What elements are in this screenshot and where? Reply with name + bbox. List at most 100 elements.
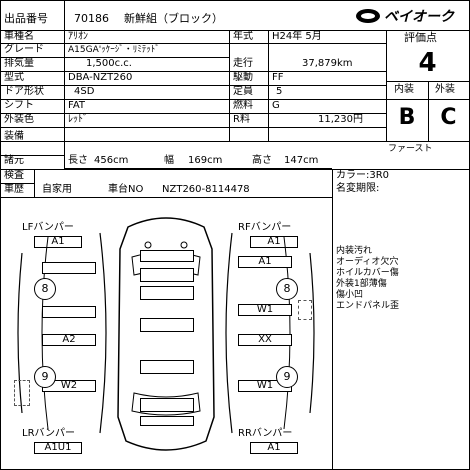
capacity-value: 5	[276, 86, 283, 97]
lf-bumper-code: A1	[34, 236, 82, 248]
doors-value: 4SD	[74, 86, 95, 97]
height-label: 高さ	[252, 155, 272, 166]
equipment-label: 装備	[4, 131, 24, 142]
lr-bumper-code: A1U1	[34, 442, 82, 454]
panel-bonnet-front	[140, 250, 194, 262]
interior-label: 内装	[394, 84, 414, 95]
panel-trunk	[140, 398, 194, 412]
displacement-value: 1,500c.c.	[86, 58, 132, 69]
panel-left-rear-door: A2	[42, 334, 96, 346]
exterior-label: 外装	[435, 84, 455, 95]
grade-value: A15GA'ｯｹｰｼﾞ・ﾘﾐﾃｯﾄﾞ	[68, 45, 160, 55]
mileage-label: 走行	[233, 58, 253, 69]
panel-left-quarter: W2	[42, 380, 96, 392]
lot-number: 70186	[74, 12, 109, 25]
panel-rear-glass	[140, 360, 194, 374]
panel-right-front-door: W1	[238, 304, 292, 316]
name-value: ｱﾘｵﾝ	[68, 31, 88, 42]
divider	[0, 197, 332, 198]
brand-logo: ベイオーク	[354, 6, 464, 26]
length-label: 長さ	[68, 155, 88, 166]
tire-left-front: 8	[34, 278, 56, 300]
color-label: 外装色	[4, 114, 34, 125]
divider	[0, 85, 386, 86]
usage-value: 自家用	[42, 184, 72, 195]
year-label: 年式	[233, 31, 253, 42]
height-value: 147cm	[284, 155, 319, 166]
history-label: 車歴	[4, 184, 24, 195]
score-value: 4	[418, 48, 437, 78]
exterior-score: C	[440, 105, 457, 130]
divider	[428, 81, 429, 142]
panel-right-rear-door: XX	[238, 334, 292, 346]
equipment-value: ファースト	[388, 144, 433, 154]
panel-left-front-door	[42, 306, 96, 318]
sheet-title: 新鮮組（ブロック）	[124, 12, 223, 25]
note-item: ホイルカバー傷	[336, 268, 399, 278]
shift-label: シフト	[4, 100, 34, 111]
fuel-value: G	[272, 100, 280, 111]
rr-bumper-code: A1	[250, 442, 298, 454]
drive-label: 駆動	[233, 72, 253, 83]
divider	[34, 169, 35, 197]
divider	[0, 30, 470, 31]
tax-label: R料	[233, 114, 250, 125]
width-label: 幅	[164, 155, 174, 166]
width-value: 169cm	[188, 155, 223, 166]
divider	[64, 141, 65, 169]
tire-right-rear: 9	[276, 366, 298, 388]
frame-left	[0, 0, 1, 470]
color-value: ﾚｯﾄﾞ	[68, 114, 88, 125]
notes-list: 内装汚れ オーディオ欠穴 ホイルカバー傷 外装1部薄傷 傷小凹 エンドパネル歪	[336, 246, 399, 312]
divider	[0, 155, 64, 156]
divider	[268, 30, 269, 142]
tax-value: 11,230円	[318, 114, 363, 125]
divider	[332, 169, 333, 470]
panel-windshield	[140, 286, 194, 300]
fuel-label: 燃料	[233, 100, 253, 111]
panel-left-rear-wheel-mark	[14, 380, 30, 406]
panel-bonnet	[140, 268, 194, 282]
underline	[64, 168, 332, 169]
specs-label: 諸元	[4, 155, 24, 166]
divider	[64, 0, 65, 30]
length-value: 456cm	[94, 155, 129, 166]
divider	[0, 99, 470, 100]
note-item: オーディオ欠穴	[336, 257, 399, 267]
divider	[386, 30, 387, 142]
panel-right-mark	[298, 300, 312, 320]
displacement-label: 排気量	[4, 58, 34, 69]
chassis-label: 車台NO	[108, 184, 144, 195]
tire-right-front: 8	[276, 278, 298, 300]
divider	[229, 30, 230, 142]
note-item: 外装1部薄傷	[336, 279, 387, 289]
panel-right-fender: A1	[238, 256, 292, 268]
note-item: 内装汚れ	[336, 246, 373, 256]
divider	[0, 127, 386, 128]
interior-score: B	[398, 105, 416, 130]
chassis-value: NZT260-8114478	[162, 184, 250, 195]
rf-bumper-code: A1	[250, 236, 298, 248]
name-change-label: 名変期限:	[336, 183, 380, 194]
name-label: 車種名	[4, 31, 34, 42]
year-value: H24年 5月	[272, 31, 322, 42]
divider	[0, 169, 470, 170]
mileage-value: 37,879km	[302, 58, 353, 69]
shift-value: FAT	[68, 100, 86, 111]
panel-left-fender	[42, 262, 96, 274]
tire-left-rear: 9	[34, 366, 56, 388]
note-item: エンドパネル歪	[336, 301, 400, 311]
capacity-label: 定員	[233, 86, 253, 97]
brand-text: ベイオーク	[384, 9, 455, 25]
note-item: 傷小凹	[336, 290, 364, 300]
score-label: 評価点	[404, 31, 437, 44]
lot-label: 出品番号	[4, 12, 48, 25]
drive-value: FF	[272, 72, 284, 83]
doors-label: ドア形状	[4, 86, 44, 97]
model-label: 型式	[4, 72, 24, 83]
brand-logo-icon: ベイオーク	[356, 9, 455, 25]
divider	[0, 57, 229, 58]
panel-roof	[140, 318, 194, 332]
lr-bumper-label: LRバンパー	[22, 428, 76, 439]
